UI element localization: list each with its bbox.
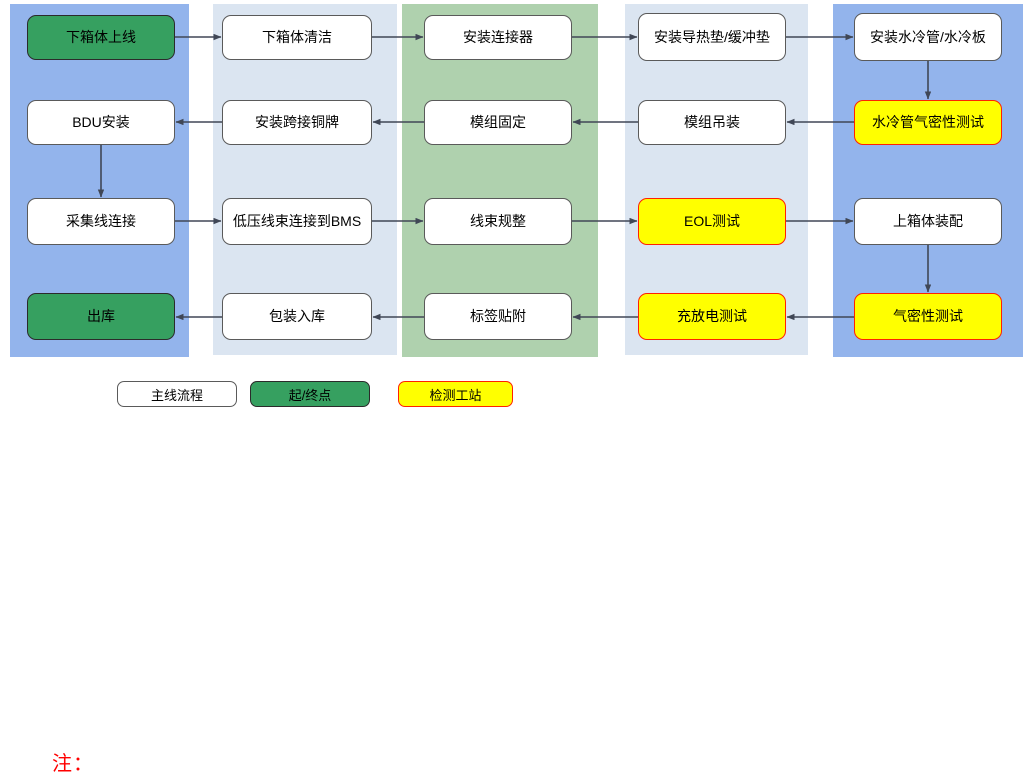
flowchart-canvas: 下箱体上线 下箱体清洁 安装连接器 安装导热垫/缓冲垫 安装水冷管/水冷板水冷管气密性测… [10, 4, 1023, 357]
flow-node-n2[interactable]: 下箱体清洁 [222, 15, 372, 60]
legend-item-process: 主线流程 [117, 381, 237, 407]
flow-node-label: 安装导热垫/缓冲垫 [654, 28, 770, 45]
flow-node-n4[interactable]: 安装导热垫/缓冲垫 [638, 13, 786, 61]
flow-node-n11[interactable]: 采集线连接 [27, 198, 175, 245]
flow-node-n6[interactable]: 水冷管气密性测试 [854, 100, 1002, 145]
flow-node-n7[interactable]: 模组吊装 [638, 100, 786, 145]
flow-node-n17[interactable]: 充放电测试 [638, 293, 786, 340]
flow-node-n13[interactable]: 线束规整 [424, 198, 572, 245]
flow-node-n5[interactable]: 安装水冷管/水冷板 [854, 13, 1002, 61]
legend-item-terminal: 起/终点 [250, 381, 370, 407]
flow-node-n9[interactable]: 安装跨接铜牌 [222, 100, 372, 145]
flow-node-label: 充放电测试 [677, 308, 747, 324]
flow-node-label: 安装水冷管/水冷板 [870, 28, 986, 45]
flow-node-n10[interactable]: BDU安装 [27, 100, 175, 145]
flow-node-label: 下箱体上线 [66, 29, 136, 45]
flow-node-label: 安装连接器 [463, 29, 533, 45]
flow-node-label: 模组固定 [470, 114, 526, 130]
flow-node-label: 模组吊装 [684, 114, 740, 130]
flow-node-n18[interactable]: 标签贴附 [424, 293, 572, 340]
flow-node-label: 气密性测试 [893, 308, 963, 324]
flow-node-n20[interactable]: 出库 [27, 293, 175, 340]
flow-node-label: BDU安装 [72, 114, 130, 130]
flow-node-n19[interactable]: 包装入库 [222, 293, 372, 340]
flow-node-label: 安装跨接铜牌 [255, 114, 339, 130]
flow-node-n16[interactable]: 气密性测试 [854, 293, 1002, 340]
flow-node-n12[interactable]: 低压线束连接到BMS [222, 198, 372, 245]
legend-item-label: 起/终点 [288, 387, 332, 403]
flow-node-n15[interactable]: 上箱体装配 [854, 198, 1002, 245]
legend: 注： 主线流程 起/终点 检测工站 [0, 372, 1023, 775]
legend-item-test: 检测工站 [398, 381, 513, 407]
legend-item-label: 主线流程 [150, 387, 203, 403]
flow-node-n14[interactable]: EOL测试 [638, 198, 786, 245]
flow-node-label: 下箱体清洁 [262, 29, 332, 45]
flow-node-label: EOL测试 [683, 213, 740, 229]
flow-node-label: 标签贴附 [470, 308, 526, 324]
legend-item-label: 检测工站 [429, 387, 482, 403]
flow-node-label: 上箱体装配 [893, 213, 963, 229]
flow-node-n3[interactable]: 安装连接器 [424, 15, 572, 60]
legend-note-label: 注： [52, 751, 94, 775]
flow-node-label: 低压线束连接到BMS [232, 213, 362, 229]
flow-node-label: 包装入库 [269, 308, 325, 324]
flow-node-label: 采集线连接 [66, 213, 136, 229]
flow-node-label: 水冷管气密性测试 [872, 114, 984, 130]
flow-node-label: 出库 [87, 308, 115, 324]
flow-node-label: 线束规整 [470, 213, 526, 229]
flow-node-n1[interactable]: 下箱体上线 [27, 15, 175, 60]
flow-node-n8[interactable]: 模组固定 [424, 100, 572, 145]
